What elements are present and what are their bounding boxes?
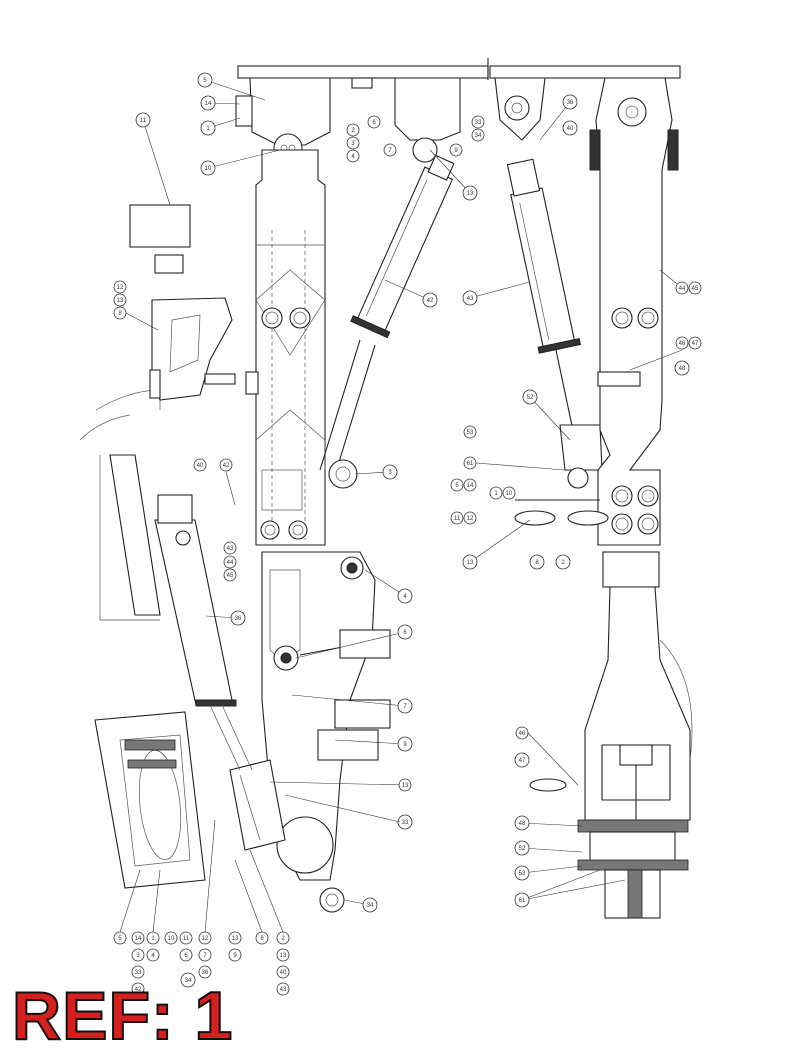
- pivot-bracket: [249, 77, 331, 146]
- balloon-number: 52: [527, 395, 534, 401]
- balloon-number: 14: [205, 101, 212, 107]
- balloon-number: 1: [494, 491, 498, 497]
- balloon-number: 6: [403, 630, 407, 636]
- balloon-number: 3: [388, 470, 392, 476]
- balloon-number: 61: [467, 461, 474, 467]
- balloon-number: 11: [454, 516, 461, 522]
- balloon-number: 4: [151, 953, 155, 959]
- balloon-number: 13: [467, 560, 474, 566]
- balloon-number: 43: [280, 987, 287, 993]
- balloon-number: 7: [388, 148, 392, 154]
- balloon-number: 53: [519, 871, 526, 877]
- balloon-number: 8: [260, 936, 264, 942]
- balloon-number: 10: [506, 491, 513, 497]
- balloon-number: 48: [519, 821, 526, 827]
- top-mount-plate-right: [489, 65, 681, 79]
- right-assembly: [489, 65, 693, 919]
- balloon-number: 12: [467, 516, 474, 522]
- balloon-number: 13: [402, 783, 409, 789]
- balloon-number: 3: [136, 953, 140, 959]
- balloon-number: 40: [567, 126, 574, 132]
- balloon-number: 9: [233, 953, 237, 959]
- ref-label: REF: 1: [11, 978, 234, 1054]
- balloon-number: 11: [140, 118, 147, 124]
- balloon-number: 14: [135, 936, 142, 942]
- balloon-number: 6: [372, 120, 376, 126]
- left-assembly: [79, 58, 489, 913]
- balloon-number: 2: [281, 936, 285, 942]
- balloon-number: 1: [151, 936, 155, 942]
- balloon-number: 1: [206, 126, 210, 132]
- balloon-number: 10: [168, 936, 175, 942]
- balloon-number: 45: [227, 573, 234, 579]
- balloon-number: 36: [235, 616, 242, 622]
- balloon-number: 42: [135, 987, 142, 993]
- balloon-number: 43: [467, 296, 474, 302]
- balloon-number: 44: [227, 560, 234, 566]
- balloon-number: 13: [232, 936, 239, 942]
- balloon-number: 48: [679, 366, 686, 372]
- hydraulic-cylinder-upper: [355, 166, 454, 336]
- balloon-number: 45: [692, 286, 699, 292]
- balloon-number: 13: [117, 298, 124, 304]
- balloon-number: 47: [519, 758, 526, 764]
- balloon-number: 34: [475, 133, 482, 139]
- balloon-number: 9: [403, 742, 407, 748]
- balloon-number: 12: [202, 936, 209, 942]
- balloon-number: 14: [467, 483, 474, 489]
- balloon-number: 11: [183, 936, 190, 942]
- balloon-number: 43: [227, 546, 234, 552]
- main-boom-arm: [255, 149, 326, 546]
- balloon-number: 3: [351, 141, 355, 147]
- balloon-number: 61: [519, 898, 526, 904]
- hydraulic-cylinder-left: [154, 519, 233, 706]
- balloon-number: 46: [519, 731, 526, 737]
- balloon-number: 52: [519, 846, 526, 852]
- balloon-number: 46: [679, 341, 686, 347]
- lower-left-housing: [94, 711, 206, 889]
- balloon-number: 44: [679, 286, 686, 292]
- lower-pivot-ring: [276, 816, 334, 874]
- balloon-number: 2: [561, 560, 565, 566]
- balloon-number: 5: [455, 483, 459, 489]
- balloon-number: 47: [692, 341, 699, 347]
- balloon-number: 9: [454, 148, 458, 154]
- balloon-number: 36: [202, 970, 209, 976]
- balloon-number: 13: [280, 953, 287, 959]
- balloon-number: 7: [203, 953, 207, 959]
- balloon-number: 13: [467, 191, 474, 197]
- balloon-number: 4: [403, 594, 407, 600]
- balloon-number: 40: [280, 970, 287, 976]
- balloon-number: 12: [117, 285, 124, 291]
- balloon-number: 2: [351, 128, 355, 134]
- balloon-number: 6: [184, 953, 188, 959]
- balloon-number: 33: [475, 120, 482, 126]
- balloon-number: 5: [203, 78, 207, 84]
- balloon-number: 34: [367, 903, 374, 909]
- balloon-number: 5: [118, 936, 122, 942]
- balloon-number: 36: [567, 100, 574, 106]
- balloon-number: 34: [185, 978, 192, 984]
- balloon-number: 33: [402, 820, 409, 826]
- balloon-number: 7: [403, 704, 407, 710]
- balloon-number: 8: [118, 311, 122, 317]
- balloon-number: 53: [467, 430, 474, 436]
- hydraulic-cylinder-right: [510, 187, 576, 352]
- balloon-number: 10: [205, 166, 212, 172]
- top-mount-plate-left: [237, 65, 489, 79]
- balloon-number: 42: [427, 298, 434, 304]
- balloon-number: 42: [223, 463, 230, 469]
- balloon-number: 4: [351, 154, 355, 160]
- right-boom-arm: [595, 77, 673, 546]
- balloon-number: 40: [197, 463, 204, 469]
- balloon-number: 8: [535, 560, 539, 566]
- balloon-number: 33: [135, 970, 142, 976]
